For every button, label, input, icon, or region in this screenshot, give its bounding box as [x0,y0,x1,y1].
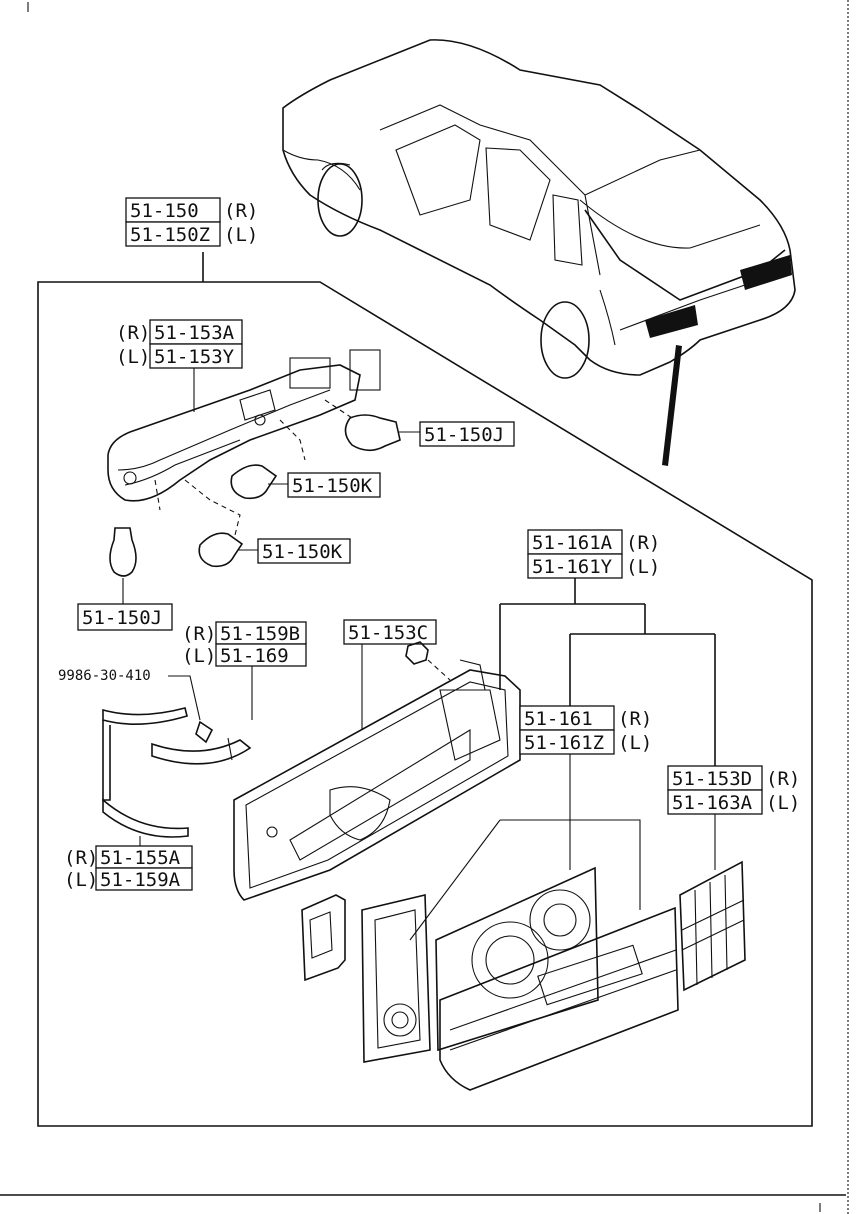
trim-side-l: (L) [64,869,98,891]
lens-part-l: 51-161Y [532,556,613,578]
bulb-k-upper-part: 51-150K [292,475,373,497]
outer-lens-part-l: 51-161Z [524,732,604,754]
bulb-k-lower [198,532,258,568]
outer-lens-side-r: (R) [618,708,652,730]
part-label-housing: 51-153C [343,619,437,730]
part-label-bulbs: 51-150J 51-150K 51-150K 51-150J [77,421,515,631]
trim-side-r: (R) [64,847,98,869]
part-label-trim: (R) 51-155A (L) 51-159A [64,836,193,891]
reflector-side-l: (L) [766,792,800,814]
reflector-side-r: (R) [766,768,800,790]
reflector-part-r: 51-153D [672,768,752,790]
gasket-part-r: 51-159B [220,623,300,645]
reflector-part-l: 51-163A [672,792,753,814]
socket-part-l: 51-153Y [154,346,235,368]
bulb-j-lower-part: 51-150J [82,607,162,629]
bulb-j-upper-part: 51-150J [424,424,504,446]
gasket-part-l: 51-169 [220,645,289,667]
socket-side-l: (L) [116,346,150,368]
assembly-part-l: 51-150Z [130,224,210,246]
bulb-k-upper [230,464,288,500]
part-label-outer-lens: 51-161 (R) 51-161Z (L) [409,705,652,941]
part-label-screw: 9986-30-410 [58,668,214,744]
side-lens [361,893,431,1063]
lens-part-r: 51-161A [532,532,613,554]
screw-part: 9986-30-410 [58,668,151,684]
part-label-gasket: (R) 51-159B (L) 51-169 [182,621,307,720]
assembly-side-r: (R) [224,200,258,222]
lens-pieces-illustration [361,860,746,1091]
outer-lens [439,906,679,1091]
trim-part-l: 51-159A [100,869,181,891]
outer-lens-part-r: 51-161 [524,708,593,730]
gasket-side-l: (L) [182,645,216,667]
gasket-side-r: (R) [182,623,216,645]
assembly-group-frame [37,252,813,1127]
part-label-assembly: 51-150 (R) 51-150Z (L) [125,197,258,247]
bulbs-illustration [109,414,420,604]
seal-illustration [301,894,346,982]
lamp-housing-illustration [233,659,521,901]
inner-lens [435,866,599,1052]
housing-part: 51-153C [348,622,428,644]
part-label-reflector: 51-153D (R) 51-163A (L) [667,765,800,870]
socket-side-r: (R) [116,322,150,344]
nut-illustration [405,641,451,681]
lens-side-l: (L) [626,556,660,578]
trim-part-r: 51-155A [100,847,181,869]
gasket-trim-illustration [102,707,252,838]
part-label-socket: (R) 51-153A (L) 51-153Y [116,319,243,412]
lens-side-r: (R) [626,532,660,554]
assembly-side-l: (L) [224,224,258,246]
socket-part-r: 51-153A [154,322,235,344]
socket-harness-illustration [107,349,381,536]
outer-lens-side-l: (L) [618,732,652,754]
part-label-lens: 51-161A (R) 51-161Y (L) [499,529,716,766]
bulb-j-lower [109,527,137,604]
assembly-part-r: 51-150 [130,200,199,222]
bulb-k-lower-part: 51-150K [262,541,343,563]
reflector-lens [679,860,746,992]
bulb-j-upper [344,414,420,452]
car-outline-illustration [282,39,796,466]
